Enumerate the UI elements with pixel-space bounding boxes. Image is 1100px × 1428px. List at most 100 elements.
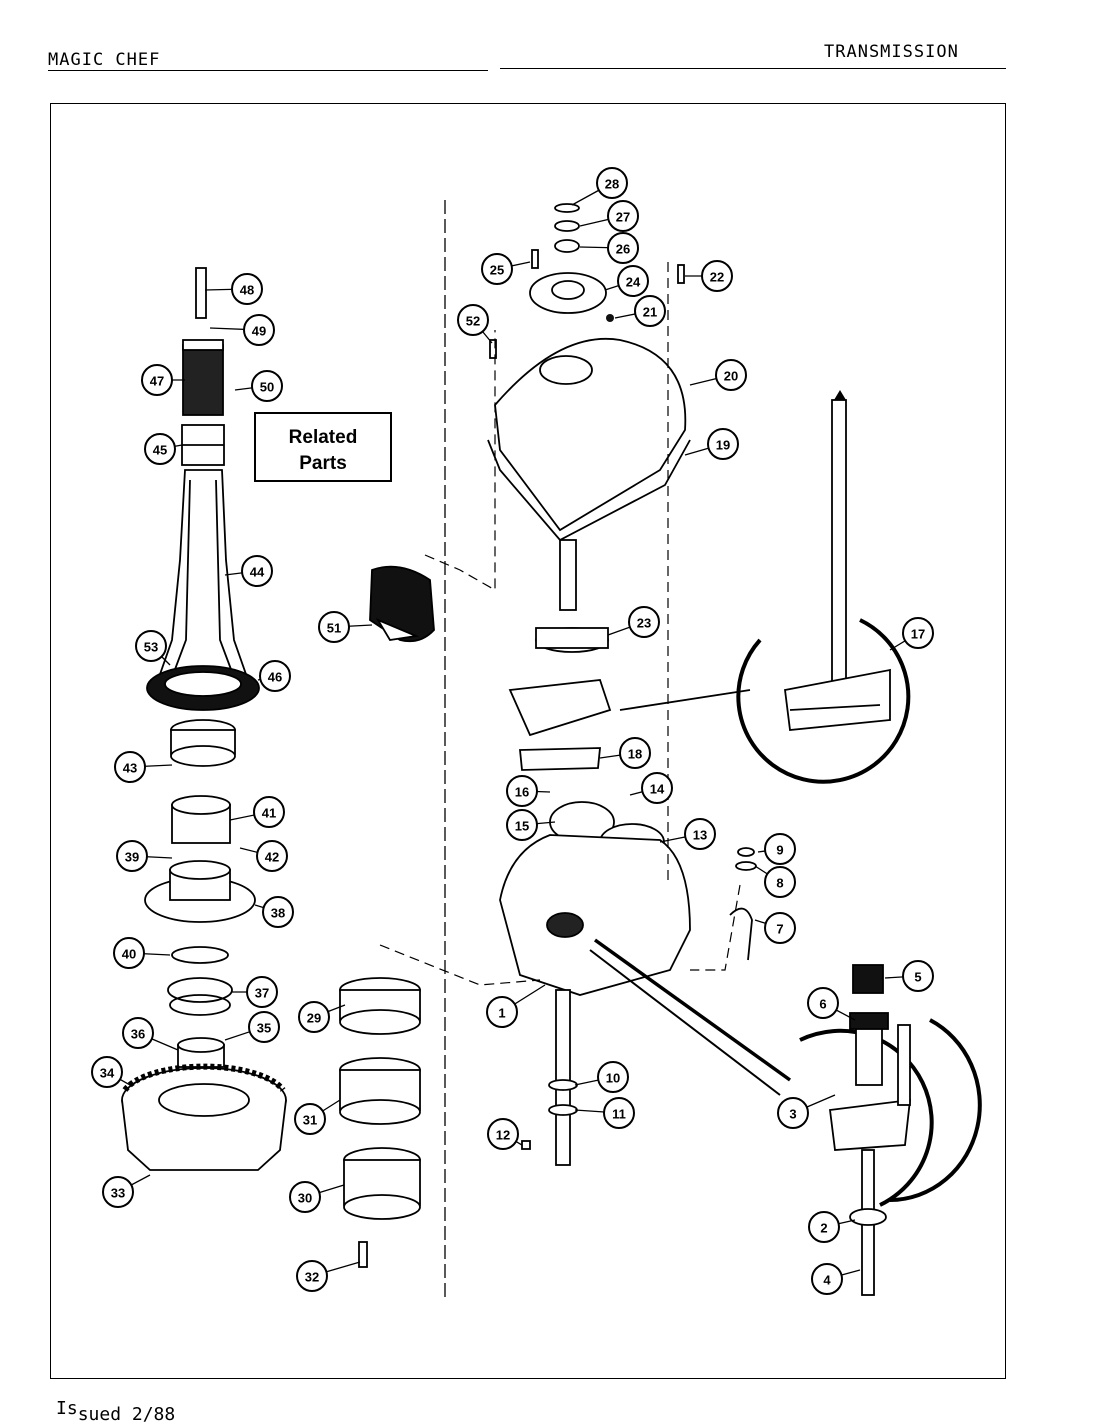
callout-18: 18: [619, 737, 651, 769]
callout-number: 35: [257, 1021, 271, 1036]
callout-53: 53: [135, 630, 167, 662]
callout-circle: [248, 1011, 280, 1043]
callout-number: 16: [515, 785, 529, 800]
callout-number: 1: [498, 1006, 505, 1021]
callout-21: 21: [634, 295, 666, 327]
callout-circle: [707, 428, 739, 460]
callout-number: 40: [122, 947, 136, 962]
callout-number: 39: [125, 850, 139, 865]
callout-circle: [102, 1176, 134, 1208]
detail-17: [736, 390, 911, 784]
related-line2: Parts: [299, 453, 347, 474]
callout-number: 21: [643, 305, 657, 320]
callout-number: 50: [260, 380, 274, 395]
related-line1: Related: [289, 427, 358, 448]
callout-number: 20: [724, 369, 738, 384]
callout-31: 31: [294, 1103, 326, 1135]
callout-44: 44: [241, 555, 273, 587]
callout-33: 33: [102, 1176, 134, 1208]
callout-1: 1: [486, 996, 518, 1028]
callout-32: 32: [296, 1260, 328, 1292]
callout-number: 47: [150, 374, 164, 389]
callout-43: 43: [114, 751, 146, 783]
callout-number: 3: [789, 1107, 796, 1122]
callout-16: 16: [506, 775, 538, 807]
callout-28: 28: [596, 167, 628, 199]
callout-12: 12: [487, 1118, 519, 1150]
right-assembly: [487, 203, 757, 1166]
callout-circle: [902, 960, 934, 992]
callout-number: 33: [111, 1186, 125, 1201]
callout-48: 48: [231, 273, 263, 305]
callout-circle: [596, 167, 628, 199]
header-rule-right: [500, 68, 1006, 69]
callout-34: 34: [91, 1056, 123, 1088]
callout-circle: [256, 840, 288, 872]
callout-24: 24: [617, 265, 649, 297]
callout-2: 2: [808, 1211, 840, 1243]
callout-circle: [298, 1001, 330, 1033]
callout-number: 15: [515, 819, 529, 834]
callout-number: 25: [490, 263, 504, 278]
callout-circle: [141, 364, 173, 396]
issued-date: Issued 2/88: [56, 1398, 175, 1425]
callout-26: 26: [607, 232, 639, 264]
callout-3: 3: [777, 1097, 809, 1129]
callout-number: 29: [307, 1011, 321, 1026]
callout-25: 25: [481, 253, 513, 285]
callout-27: 27: [607, 200, 639, 232]
callout-20: 20: [715, 359, 747, 391]
callout-number: 42: [265, 850, 279, 865]
callout-circle: [243, 314, 275, 346]
callout-circle: [807, 987, 839, 1019]
callout-circle: [135, 630, 167, 662]
callout-number: 11: [612, 1107, 626, 1122]
callout-11: 11: [603, 1097, 635, 1129]
callout-circle: [241, 555, 273, 587]
callout-50: 50: [251, 370, 283, 402]
callout-circle: [114, 751, 146, 783]
callout-number: 24: [626, 275, 641, 290]
callout-35: 35: [248, 1011, 280, 1043]
callout-circle: [902, 617, 934, 649]
section-title: TRANSMISSION: [824, 42, 959, 62]
callout-circle: [486, 996, 518, 1028]
callout-number: 7: [776, 922, 783, 937]
header-rule-left: [48, 70, 488, 71]
callout-circle: [506, 809, 538, 841]
callout-number: 34: [100, 1066, 115, 1081]
callout-circle: [603, 1097, 635, 1129]
callout-number: 36: [131, 1027, 145, 1042]
callout-52: 52: [457, 304, 489, 336]
callout-circle: [764, 866, 796, 898]
callout-number: 48: [240, 283, 254, 298]
callout-number: 8: [776, 876, 783, 891]
callout-circle: [91, 1056, 123, 1088]
callout-circle: [617, 265, 649, 297]
callout-41: 41: [253, 796, 285, 828]
callout-45: 45: [144, 433, 176, 465]
callout-number: 27: [616, 210, 630, 225]
callout-circle: [262, 896, 294, 928]
callout-42: 42: [256, 840, 288, 872]
callout-circle: [628, 606, 660, 638]
left-assembly: [121, 267, 287, 1171]
callout-number: 6: [819, 997, 826, 1012]
callout-number: 4: [823, 1273, 831, 1288]
callout-37: 37: [246, 976, 278, 1008]
callout-40: 40: [113, 937, 145, 969]
callout-number: 44: [250, 565, 265, 580]
callout-number: 49: [252, 324, 266, 339]
callout-circle: [764, 833, 796, 865]
callout-number: 31: [303, 1113, 317, 1128]
callout-circle: [607, 200, 639, 232]
callout-number: 30: [298, 1191, 312, 1206]
callout-39: 39: [116, 840, 148, 872]
callout-circle: [294, 1103, 326, 1135]
callout-circle: [634, 295, 666, 327]
callout-5: 5: [902, 960, 934, 992]
callout-29: 29: [298, 1001, 330, 1033]
callout-number: 17: [911, 627, 925, 642]
callout-circle: [506, 775, 538, 807]
